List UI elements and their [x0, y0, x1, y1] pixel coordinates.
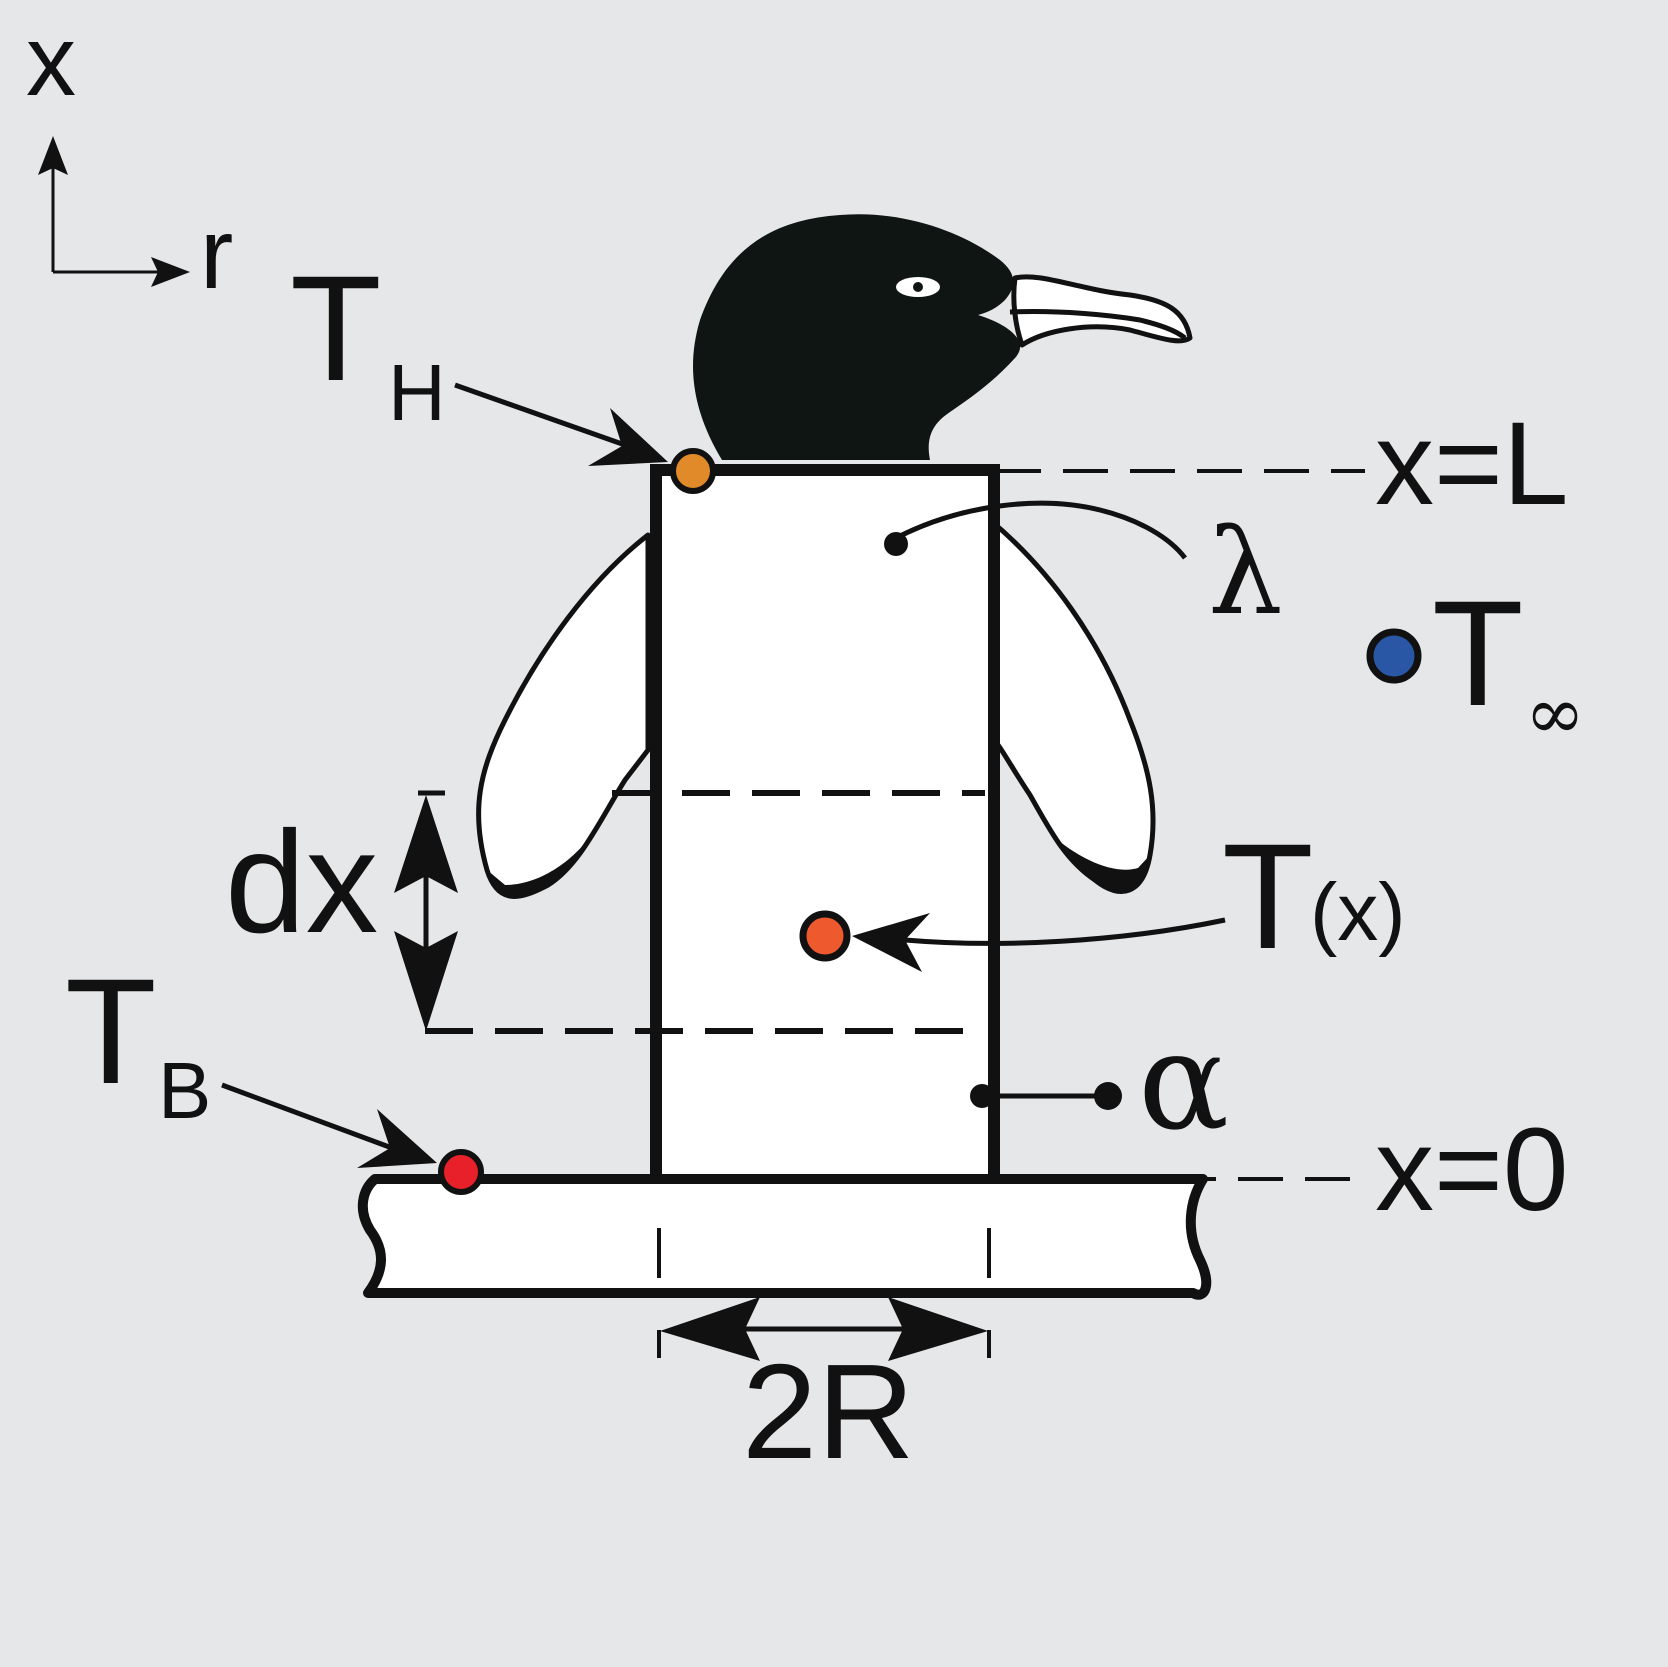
- t-ambient-dot: [1366, 628, 1422, 684]
- t-base-annotation: T B: [65, 947, 484, 1195]
- dx-annotation: dx: [225, 790, 458, 1031]
- width-label: 2R: [742, 1336, 915, 1487]
- width-arrow-left-head: [660, 1297, 760, 1361]
- t-head-arrow-head: [588, 408, 668, 466]
- x-equals-l-marker: x=L: [996, 398, 1569, 530]
- t-head-annotation: T H: [290, 244, 716, 494]
- lambda-annotation: λ: [884, 500, 1283, 641]
- penguin-head-shape: [693, 214, 1021, 460]
- t-head-label: T: [290, 244, 382, 412]
- t-x-label: T: [1222, 812, 1314, 980]
- dx-arrow-up-head: [394, 795, 458, 893]
- r-axis-arrow-head: [151, 257, 190, 287]
- dx-slice-boundaries: [425, 790, 994, 1034]
- t-head-dot: [670, 448, 716, 494]
- penguin-head: [693, 214, 1193, 460]
- t-ambient-annotation: T ∞: [1366, 569, 1585, 755]
- t-x-argument: (x): [1310, 867, 1406, 958]
- t-base-label: T: [65, 947, 157, 1115]
- lambda-dot: [884, 532, 908, 556]
- width-arrow-right-head: [888, 1297, 988, 1361]
- r-axis-label: r: [200, 198, 233, 310]
- t-ambient-subscript: ∞: [1525, 671, 1585, 755]
- t-x-leader-line: [904, 917, 1226, 946]
- x-equals-zero-label: x=0: [1375, 1104, 1569, 1236]
- right-wing-shadow: [1052, 835, 1150, 892]
- x-equals-zero-marker: x=0: [970, 1104, 1569, 1236]
- lambda-label: λ: [1208, 503, 1283, 641]
- alpha-end-dot: [1094, 1082, 1122, 1110]
- t-x-annotation: T (x): [799, 812, 1406, 980]
- t-base-subscript: B: [158, 1046, 211, 1135]
- penguin-beak: [1011, 274, 1193, 348]
- penguin-body-fin: [650, 464, 1000, 1186]
- alpha-annotation: α: [970, 1003, 1229, 1160]
- left-wing-shadow: [487, 830, 595, 897]
- t-x-arrow-head: [852, 913, 930, 972]
- width-annotation: 2R: [657, 1297, 991, 1487]
- t-base-arrow-line: [221, 1082, 393, 1151]
- base-plate: [357, 1174, 1212, 1300]
- t-head-subscript: H: [388, 348, 446, 437]
- dx-arrow-down-head: [394, 931, 458, 1031]
- dx-label: dx: [225, 801, 378, 963]
- x-axis-label: x: [26, 5, 76, 117]
- penguin-eye-pupil: [913, 282, 923, 292]
- t-x-dot: [799, 910, 851, 962]
- t-base-dot: [438, 1149, 484, 1195]
- t-head-arrow-line: [454, 382, 626, 448]
- lambda-leader-line: [894, 500, 1187, 560]
- t-base-arrow-head: [357, 1109, 437, 1168]
- x-axis-arrow-head: [38, 136, 68, 175]
- alpha-label: α: [1138, 1003, 1229, 1160]
- t-ambient-label: T: [1432, 569, 1524, 737]
- axes-indicator: x r: [26, 5, 233, 310]
- x-equals-l-label: x=L: [1375, 398, 1569, 530]
- penguin-beak-line: [1009, 309, 1187, 341]
